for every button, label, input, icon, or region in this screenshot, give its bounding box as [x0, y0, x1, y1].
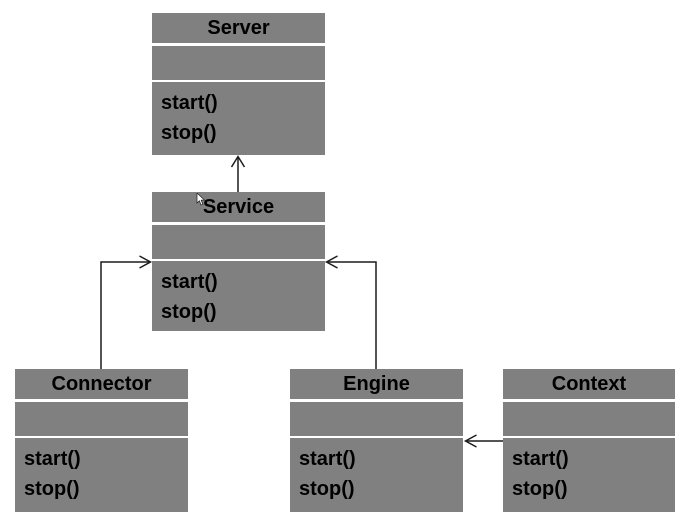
- mouse-pointer-icon: [196, 193, 206, 206]
- class-box-context[interactable]: Context start() stop(): [503, 369, 675, 512]
- class-name: Connector: [15, 369, 188, 399]
- class-name: Engine: [290, 369, 463, 399]
- method-label: stop(): [161, 301, 217, 323]
- class-attributes-compartment: [152, 46, 325, 80]
- class-box-server[interactable]: Server start() stop(): [152, 13, 325, 155]
- method-label: stop(): [161, 122, 217, 144]
- arrow-service-to-server[interactable]: [230, 155, 246, 193]
- class-box-service[interactable]: Service start() stop(): [152, 192, 325, 331]
- class-name: Context: [503, 369, 675, 399]
- method-label: stop(): [512, 478, 568, 500]
- class-attributes-compartment: [290, 402, 463, 436]
- class-methods-compartment: start() stop(): [15, 438, 188, 512]
- class-attributes-compartment: [152, 225, 325, 259]
- arrow-context-to-engine[interactable]: [463, 434, 504, 448]
- method-label: stop(): [24, 478, 80, 500]
- class-methods-compartment: start() stop(): [290, 438, 463, 512]
- class-name: Service: [152, 192, 325, 222]
- class-attributes-compartment: [503, 402, 675, 436]
- method-label: start(): [161, 92, 218, 114]
- method-label: start(): [24, 448, 81, 470]
- class-name: Server: [152, 13, 325, 43]
- arrow-engine-to-service[interactable]: [324, 255, 377, 369]
- method-label: stop(): [299, 478, 355, 500]
- method-label: start(): [299, 448, 356, 470]
- arrow-connector-to-service[interactable]: [100, 255, 153, 369]
- class-methods-compartment: start() stop(): [152, 82, 325, 155]
- class-attributes-compartment: [15, 402, 188, 436]
- method-label: start(): [512, 448, 569, 470]
- method-label: start(): [161, 271, 218, 293]
- class-methods-compartment: start() stop(): [152, 261, 325, 331]
- class-box-engine[interactable]: Engine start() stop(): [290, 369, 463, 512]
- class-box-connector[interactable]: Connector start() stop(): [15, 369, 188, 512]
- class-methods-compartment: start() stop(): [503, 438, 675, 512]
